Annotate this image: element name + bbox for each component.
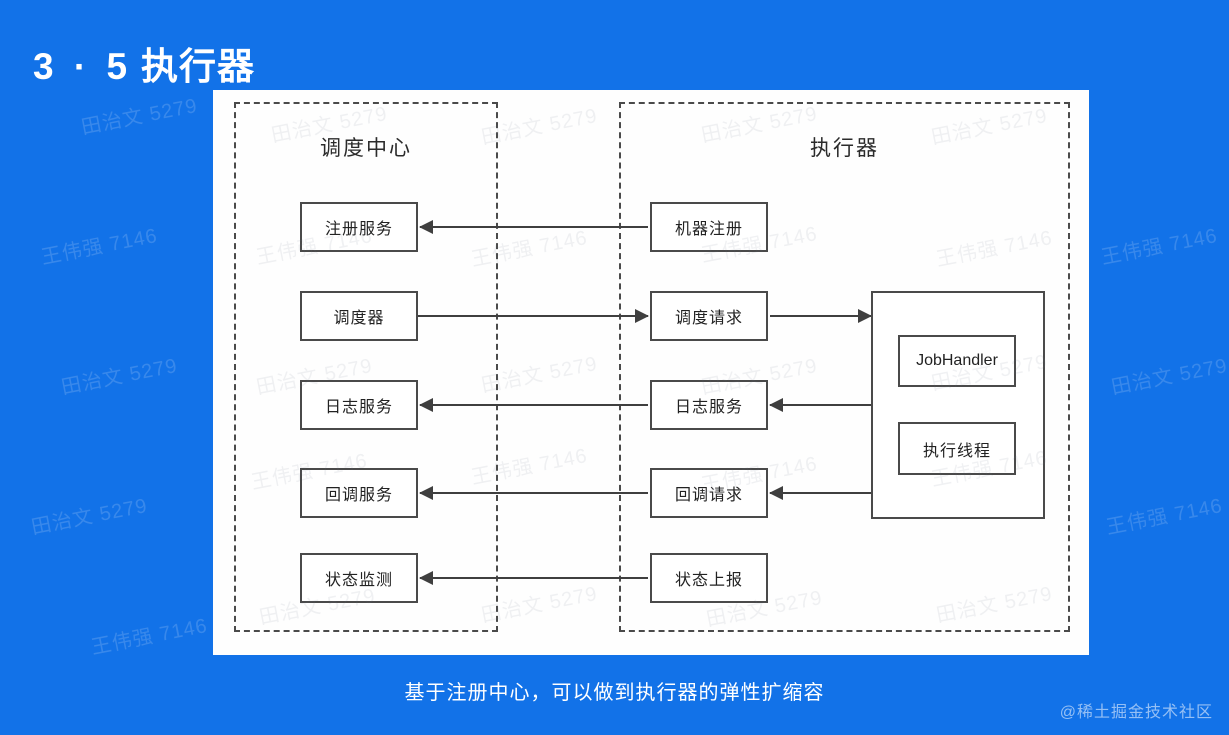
arrow-runtime-to-log-service xyxy=(769,398,871,412)
node-status-monitor[interactable]: 状态监测 xyxy=(300,553,418,603)
watermark-text: 王伟强 7146 xyxy=(89,614,210,660)
group-scheduler-center: 调度中心 xyxy=(234,102,498,632)
node-log-service-executor[interactable]: 日志服务 xyxy=(650,380,768,430)
arrow-runtime-to-callback-request xyxy=(769,486,871,500)
arrow-log-service-to-log-service xyxy=(419,398,648,412)
arrow-scheduler-to-schedule-request xyxy=(418,309,649,323)
watermark-text: 田治文 5279 xyxy=(1109,354,1229,400)
slide-caption: 基于注册中心，可以做到执行器的弹性扩缩容 xyxy=(404,682,825,704)
watermark-text: 田治文 5279 xyxy=(59,354,180,400)
brand-watermark: @稀土掘金技术社区 xyxy=(1059,704,1213,721)
watermark-text: 田治文 5279 xyxy=(29,494,150,540)
node-log-service-center[interactable]: 日志服务 xyxy=(300,380,418,430)
node-callback-service[interactable]: 回调服务 xyxy=(300,468,418,518)
node-machine-register[interactable]: 机器注册 xyxy=(650,202,768,252)
arrow-status-report-to-status-monitor xyxy=(419,571,648,585)
title-text: 执行器 xyxy=(141,46,256,87)
executor-runtime-container xyxy=(871,291,1045,519)
arrow-schedule-request-to-runtime xyxy=(770,309,872,323)
node-scheduler[interactable]: 调度器 xyxy=(300,291,418,341)
node-jobhandler[interactable]: JobHandler xyxy=(898,335,1016,387)
arrow-machine-register-to-register-service xyxy=(419,220,648,234)
arrow-callback-request-to-callback-service xyxy=(419,486,648,500)
node-schedule-request[interactable]: 调度请求 xyxy=(650,291,768,341)
watermark-text: 田治文 5279 xyxy=(79,94,200,140)
diagram-card: 调度中心 执行器 注册服务 机器注册 调度器 调度请求 日志服务 日志服务 回调… xyxy=(213,90,1089,655)
node-callback-request[interactable]: 回调请求 xyxy=(650,468,768,518)
group-title-scheduler-center: 调度中心 xyxy=(320,137,412,160)
watermark-text: 王伟强 7146 xyxy=(1104,494,1225,540)
watermark-text: 王伟强 7146 xyxy=(1099,224,1220,270)
group-executor: 执行器 xyxy=(619,102,1070,632)
group-title-executor: 执行器 xyxy=(810,137,879,160)
watermark-text: 王伟强 7146 xyxy=(39,224,160,270)
node-status-report[interactable]: 状态上报 xyxy=(650,553,768,603)
title-number: 3 · 5 xyxy=(33,46,133,87)
node-execution-thread[interactable]: 执行线程 xyxy=(898,422,1016,475)
node-register-service[interactable]: 注册服务 xyxy=(300,202,418,252)
